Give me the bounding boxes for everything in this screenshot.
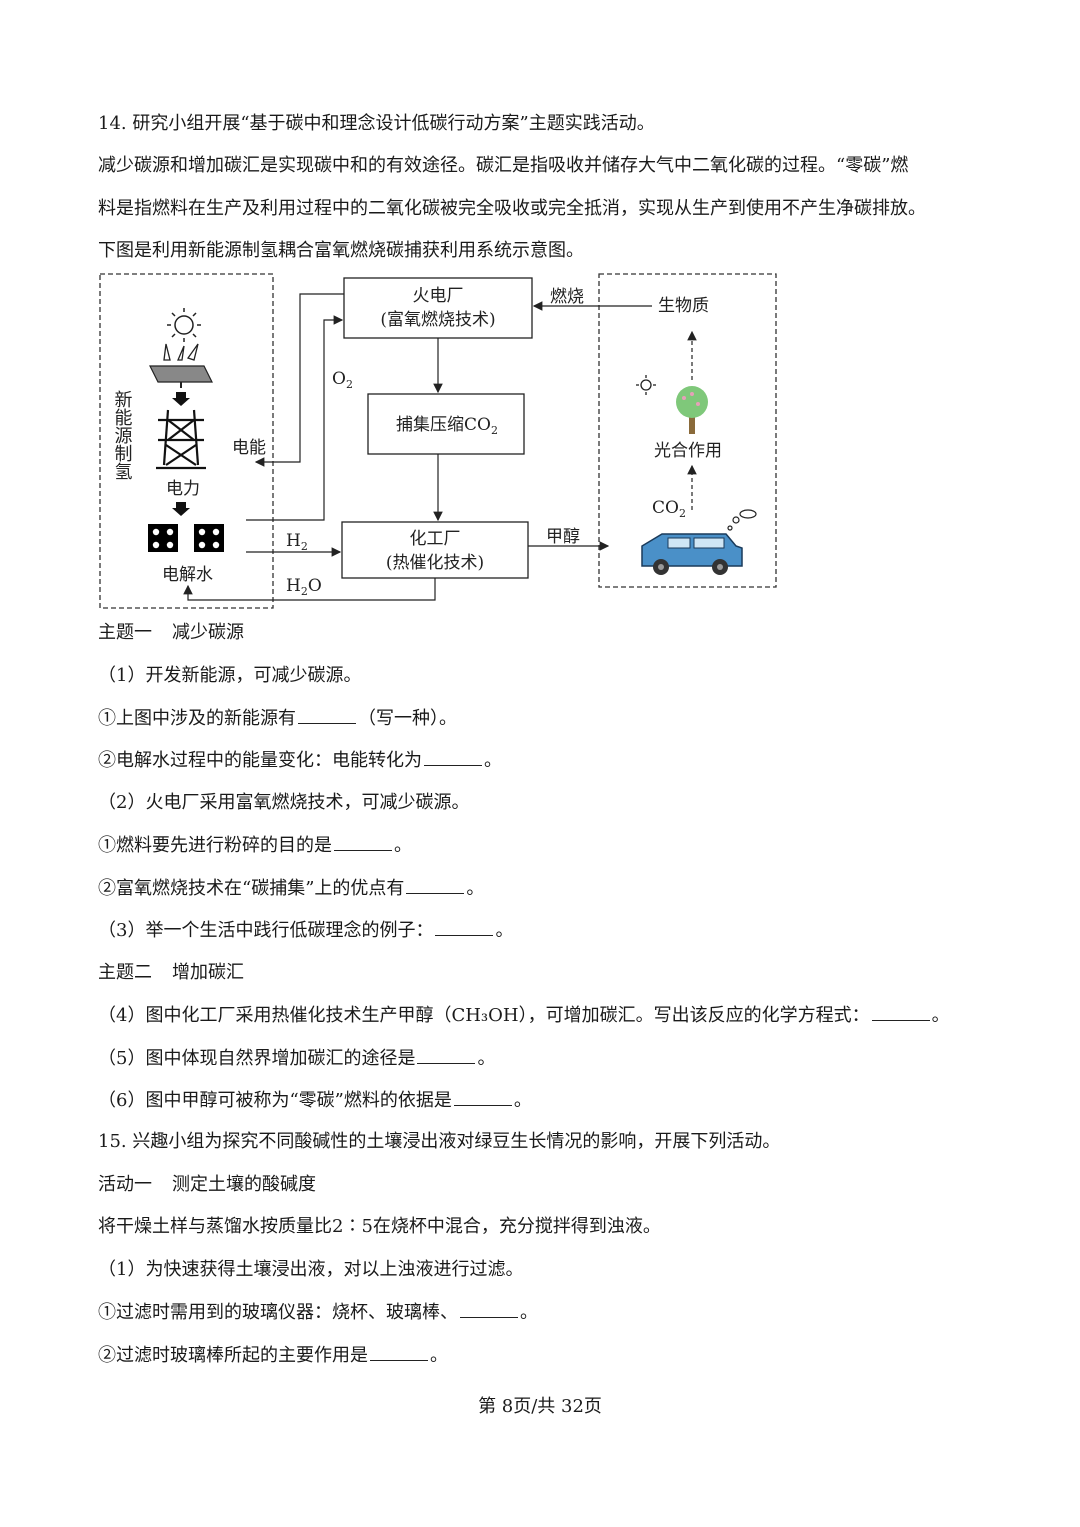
carbon-system-diagram: 新能源制氢 电力 <box>99 273 777 609</box>
power-label: 电力 <box>166 479 200 499</box>
light-rays-icon <box>163 343 199 361</box>
q14-para3: 下图是利用新能源制氢耦合富氧燃烧碳捕获利用系统示意图。 <box>98 240 584 261</box>
solar-panel-icon <box>149 365 213 388</box>
q15-s1a: ①过滤时需用到的玻璃仪器：烧杯、玻璃棒、。 <box>98 1299 538 1326</box>
down-arrow-icon <box>172 392 190 406</box>
h2o-label: H2O <box>286 576 322 598</box>
q14-s5: （5）图中体现自然界增加碳汇的途径是。 <box>98 1045 495 1072</box>
left-dashed-box <box>99 273 274 609</box>
sun-icon <box>167 308 201 342</box>
q14-s1: （1）开发新能源，可减少碳源。 <box>98 665 362 686</box>
down-arrow-icon-2 <box>172 502 190 516</box>
electrolysis-label: 电解水 <box>162 565 213 585</box>
electric-energy-arrow <box>254 293 344 467</box>
answer-blank <box>298 705 356 724</box>
electric-energy-label: 电能 <box>232 438 266 458</box>
exhaust-bubbles-icon <box>727 509 757 531</box>
q15-s1b: ②过滤时玻璃棒所起的主要作用是。 <box>98 1342 448 1369</box>
q14-s2: （2）火电厂采用富氧燃烧技术，可减少碳源。 <box>98 792 470 813</box>
act1-heading: 活动一测定土壤的酸碱度 <box>98 1174 316 1195</box>
chem-plant-box <box>341 521 529 579</box>
q14-s6: （6）图中甲醇可被称为“零碳”燃料的依据是。 <box>98 1087 532 1114</box>
answer-blank <box>871 1002 930 1021</box>
car-icon <box>641 533 743 575</box>
theme1-heading: 主题一减少碳源 <box>98 622 244 643</box>
q14-para2: 料是指燃料在生产及利用过程中的二氧化碳被完全吸收或完全抵消，实现从生产到使用不产… <box>98 198 926 219</box>
biomass-label: 生物质 <box>658 296 709 316</box>
small-sun-icon <box>636 375 656 395</box>
o2-arrow <box>246 315 344 521</box>
answer-blank <box>424 747 482 766</box>
theme2-heading: 主题二增加碳汇 <box>98 962 244 983</box>
left-box-label: 新能源制氢 <box>112 390 133 480</box>
q14-s4: （4）图中化工厂采用热催化技术生产甲醇（CH₃OH），可增加碳汇。写出该反应的化… <box>98 1002 950 1029</box>
capture-label: 捕集压缩CO2 <box>396 415 498 437</box>
o2-label: O2 <box>332 369 353 391</box>
h2-label: H2 <box>286 531 308 553</box>
q14-s3: （3）举一个生活中践行低碳理念的例子：。 <box>98 917 513 944</box>
q15-title: 15. 兴趣小组为探究不同酸碱性的土壤浸出液对绿豆生长情况的影响，开展下列活动。 <box>98 1131 781 1152</box>
plant-line1: 火电厂 <box>413 286 464 306</box>
chem-line2: (热催化技术) <box>386 553 484 573</box>
photosynthesis-label: 光合作用 <box>654 441 722 461</box>
q14-s1b: ②电解水过程中的能量变化：电能转化为。 <box>98 747 502 774</box>
q14-title: 14. 研究小组开展“基于碳中和理念设计低碳行动方案”主题实践活动。 <box>98 113 655 134</box>
power-plant-box <box>343 277 533 339</box>
answer-blank <box>417 1045 476 1064</box>
answer-blank <box>406 875 465 894</box>
q14-para1: 减少碳源和增加碳汇是实现碳中和的有效途径。碳汇是指吸收并储存大气中二氧化碳的过程… <box>98 155 909 176</box>
answer-blank <box>370 1342 428 1361</box>
h2o-arrow <box>183 578 436 601</box>
tree-icon <box>676 386 708 434</box>
q14-s2b: ②富氧燃烧技术在“碳捕集”上的优点有。 <box>98 875 484 902</box>
page-footer: 第 8页/共 32页 <box>478 1396 602 1417</box>
methanol-label: 甲醇 <box>546 527 580 547</box>
q14-s2a: ①燃料要先进行粉碎的目的是。 <box>98 832 412 859</box>
plant-line2: (富氧燃烧技术) <box>380 310 495 330</box>
q15-s1: （1）为快速获得土壤浸出液，对以上浊液进行过滤。 <box>98 1259 524 1280</box>
pylon-icon <box>156 409 206 470</box>
answer-blank <box>460 1299 518 1318</box>
electrolysis-cells-icon <box>148 524 224 552</box>
q15-para1: 将干燥土样与蒸馏水按质量比2∶5在烧杯中混合，充分搅拌得到浊液。 <box>98 1216 661 1237</box>
q14-s1a: ①上图中涉及的新能源有（写一种）。 <box>98 705 457 732</box>
answer-blank <box>435 917 494 936</box>
burn-label: 燃烧 <box>550 287 584 307</box>
answer-blank <box>334 832 392 851</box>
right-dashed-box <box>598 273 777 588</box>
co2-label: CO2 <box>652 498 686 520</box>
answer-blank <box>453 1087 512 1106</box>
capture-box <box>367 393 525 455</box>
chem-line1: 化工厂 <box>410 529 461 549</box>
